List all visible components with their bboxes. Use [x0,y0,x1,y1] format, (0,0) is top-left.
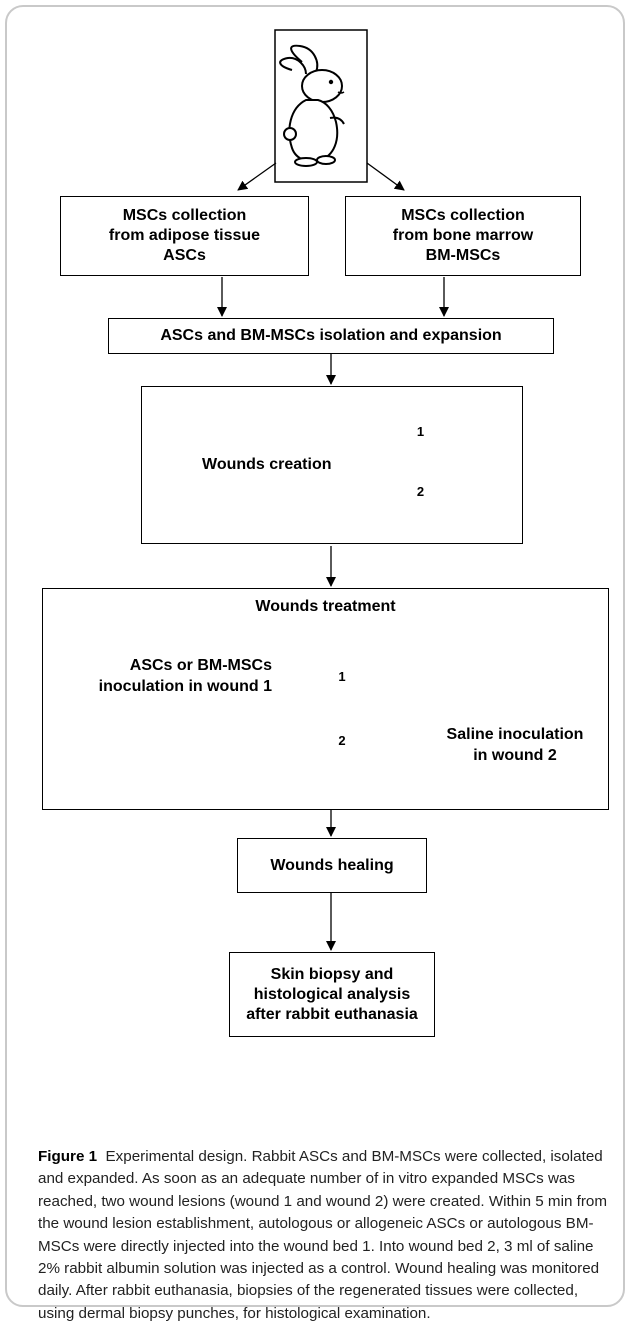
box-bone-label: MSCs collection from bone marrow BM-MSCs [392,207,534,264]
box-wounds-creation: Wounds creation [141,386,523,544]
figure-label: Figure 1 [38,1148,98,1165]
caption-text: Experimental design. Rabbit ASCs and BM-… [38,1148,607,1322]
asc-inoculation-text: ASCs or BM-MSCs inoculation in wound 1 [98,657,272,695]
figure-frame [5,5,625,1307]
saline-inoculation-text: Saline inoculation in wound 2 [446,726,584,764]
box-wounds-treatment: Wounds treatment [42,588,609,810]
treatment-wound-1-label: 1 [338,669,346,684]
box-bone-marrow-collection: MSCs collection from bone marrow BM-MSCs [345,196,581,276]
arrow-rabbit-to-adipose [237,162,277,191]
treatment-wound-2-label: 2 [338,733,346,748]
box-wounds-healing: Wounds healing [237,838,427,893]
box-isolation: ASCs and BM-MSCs isolation and expansion [108,318,554,354]
biopsy-label: Skin biopsy and histological analysis af… [246,965,418,1023]
arrow-rabbit-to-bone [366,162,405,191]
healing-label: Wounds healing [270,856,394,874]
box-adipose-label: MSCs collection from adipose tissue ASCs [108,207,261,264]
figure-caption: Figure 1 Experimental design. Rabbit ASC… [38,1146,608,1325]
creation-wound-1-label: 1 [416,424,425,439]
rabbit-illustration [274,29,368,183]
treatment-title: Wounds treatment [255,598,396,615]
box-skin-biopsy: Skin biopsy and histological analysis af… [229,952,435,1037]
box-adipose-collection: MSCs collection from adipose tissue ASCs [60,196,309,276]
creation-wound-2-label: 2 [416,484,425,499]
creation-label: Wounds creation [202,456,332,473]
box-isolation-label: ASCs and BM-MSCs isolation and expansion [160,327,502,344]
